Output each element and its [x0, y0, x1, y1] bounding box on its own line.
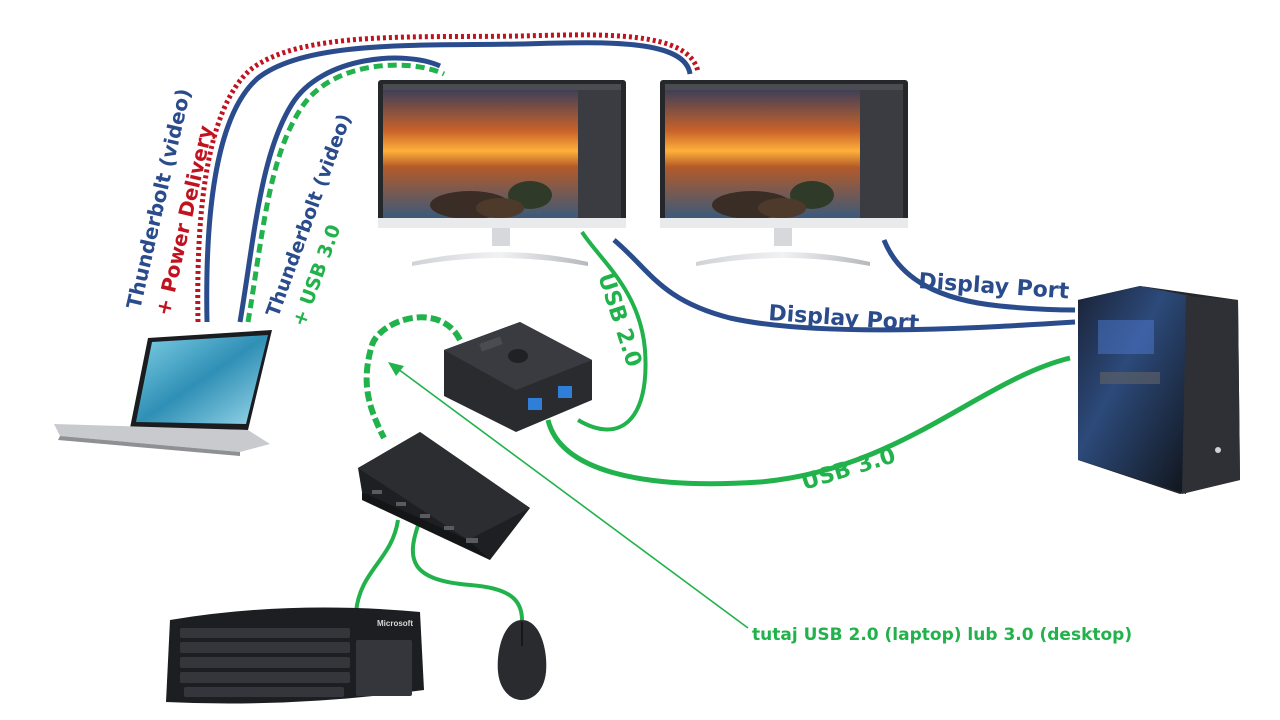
monitor-left: [378, 80, 626, 266]
displayport-cable-left-monitor: [612, 238, 1076, 333]
mouse: [497, 620, 547, 700]
monitor-right: [660, 80, 908, 266]
displayport-cable-right-monitor: [881, 239, 1076, 313]
keyboard-cable: [354, 519, 400, 613]
usb30-cable: [545, 355, 1071, 487]
thunderbolt-usb-cable: [237, 55, 442, 323]
annotation-text: tutaj USB 2.0 (laptop) lub 3.0 (desktop): [752, 625, 1132, 645]
thunderbolt-usb-cable-green: [245, 62, 446, 323]
label-usb30: USB 3.0: [798, 443, 898, 495]
mouse-cable: [410, 519, 524, 621]
annotation-arrow-head: [388, 362, 404, 376]
usb20-cable: [576, 230, 648, 432]
keyboard: Microsoft: [166, 607, 424, 704]
usb-switch: [444, 322, 592, 432]
laptop: [54, 330, 272, 456]
hub-switch-cable: [363, 314, 463, 440]
desktop-pc: [1078, 286, 1240, 494]
usb-hub: [358, 432, 530, 560]
annotation-arrow-line: [393, 365, 749, 629]
thunderbolt-power-cable-blue: [204, 40, 693, 323]
label-displayport-upper: Display Port: [918, 269, 1071, 305]
thunderbolt-power-cable: [195, 32, 701, 323]
keyboard-brand: Microsoft: [377, 619, 413, 628]
label-displayport-lower: Display Port: [768, 301, 921, 337]
